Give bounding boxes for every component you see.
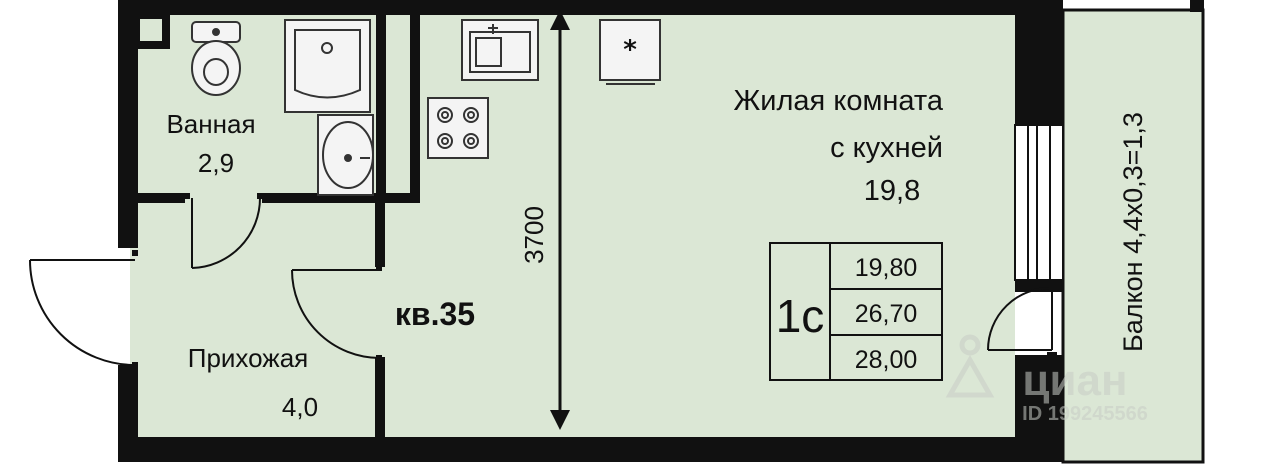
kitchen-sink-icon — [461, 19, 539, 81]
fridge-icon: * — [599, 19, 661, 85]
wall-hall-divider-bottom — [375, 357, 385, 439]
walls — [118, 0, 1063, 462]
doors — [29, 197, 1053, 366]
wall-bath-bottom-right — [262, 193, 420, 203]
jamb — [1047, 280, 1057, 290]
wall-top — [118, 0, 1063, 15]
wall-right-bottom — [1015, 355, 1063, 462]
hall-name: Прихожая — [188, 343, 308, 373]
balcony-label: Балкон 4,4х0,3=1,3 — [1118, 112, 1148, 352]
entrance-door — [29, 259, 136, 366]
hall-area: 4,0 — [282, 392, 318, 422]
living-area-value: 19,80 — [855, 254, 918, 282]
living-room-area: 19,8 — [864, 175, 920, 207]
area-summary-table: 1с 19,80 26,70 28,00 — [769, 242, 943, 381]
apartment-type: 1с — [776, 290, 825, 342]
wall-left-lower — [118, 365, 138, 462]
dimension-label: 3700 — [519, 206, 549, 264]
wall-left-upper — [118, 0, 138, 248]
watermark: циан ID 199245566 — [945, 334, 1148, 425]
jamb — [257, 193, 263, 199]
living-room-name-line1: Жилая комната — [734, 85, 944, 117]
sink-icon — [317, 114, 374, 196]
jamb — [132, 250, 138, 256]
wall-right-top — [1015, 0, 1063, 125]
balcony-door — [987, 286, 1053, 351]
dimension-line — [550, 10, 570, 430]
wall-hall-divider-top — [375, 195, 385, 267]
wall-bath-right — [376, 15, 386, 195]
apartment-label: кв.35 — [395, 296, 475, 332]
shaft-box — [132, 11, 170, 49]
total-area-value: 26,70 — [855, 300, 918, 328]
total-with-balcony-value: 28,00 — [855, 346, 918, 374]
toilet-icon — [191, 21, 241, 96]
bathroom-name: Ванная — [166, 109, 255, 139]
watermark-logo-icon — [945, 334, 995, 398]
wall-bath-bottom-left — [130, 193, 185, 203]
balcony-end — [1190, 0, 1204, 12]
living-room-name-line2: с кухней — [830, 132, 943, 164]
watermark-brand: циан — [1022, 356, 1127, 405]
svg-text:*: * — [623, 35, 637, 65]
jamb — [184, 193, 190, 199]
floors — [130, 10, 1203, 462]
wall-bottom — [118, 437, 1063, 462]
window — [1014, 124, 1064, 281]
jamb — [376, 265, 382, 271]
bathroom-area: 2,9 — [198, 148, 234, 178]
summary-frame — [769, 242, 943, 381]
jamb — [1047, 352, 1057, 362]
wall-kitchen-divider — [410, 15, 420, 200]
living-room-door — [291, 269, 381, 359]
bathroom-door — [191, 197, 261, 269]
bathtub-icon — [284, 19, 371, 113]
balcony-floor — [1063, 10, 1203, 462]
watermark-id: ID 199245566 — [1022, 403, 1148, 425]
stove-icon — [427, 97, 489, 159]
